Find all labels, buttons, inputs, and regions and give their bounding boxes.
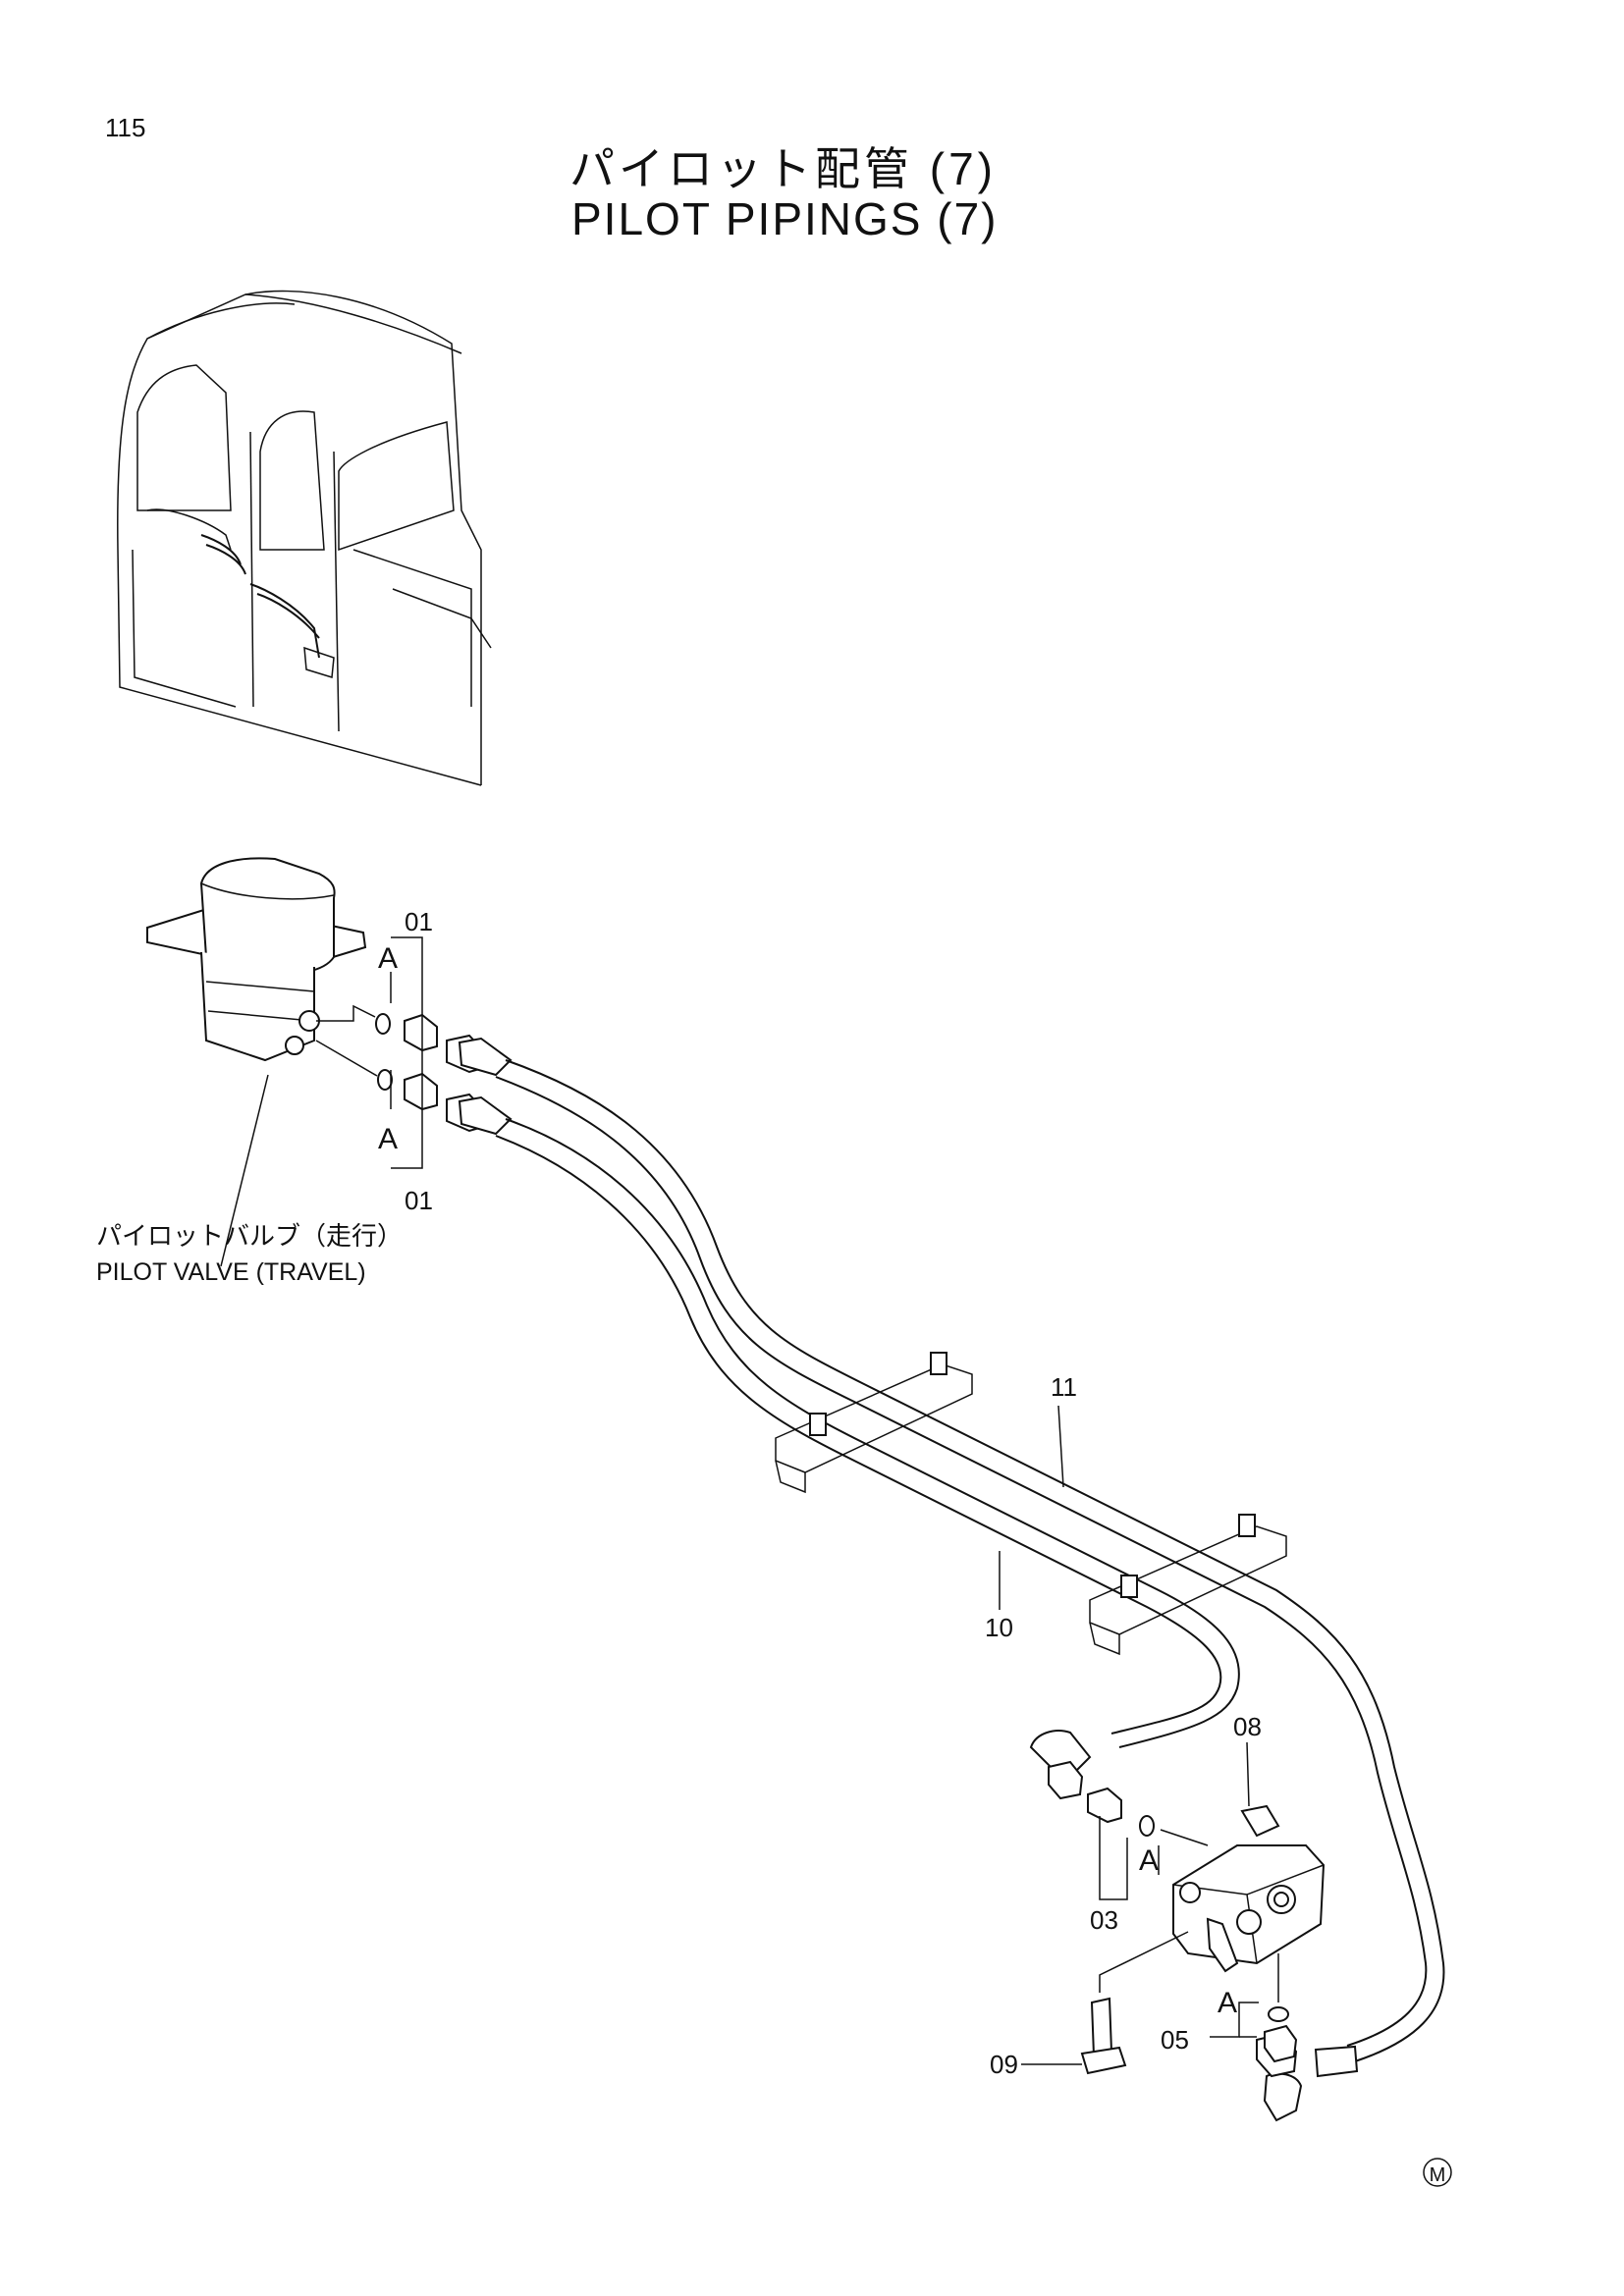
- title-japanese: パイロット配管 (7): [569, 143, 997, 194]
- pilot-valve-travel: [146, 857, 367, 1062]
- pilot-valve-caption-japanese: パイロットバルブ（走行）: [96, 1222, 403, 1252]
- detail-mark-a-4: A: [1218, 1987, 1237, 2019]
- hose-brackets: [775, 1352, 1287, 1656]
- callout-01-top: 01: [405, 907, 433, 936]
- leader-lines: [220, 936, 1259, 2065]
- corner-mark-letter: M: [1430, 2164, 1446, 2186]
- title-english: PILOT PIPINGS (7): [571, 193, 999, 244]
- callout-08: 08: [1233, 1712, 1262, 1741]
- page-number: 115: [105, 113, 146, 142]
- valve-fittings: [315, 1004, 484, 1133]
- corner-mark: M: [1423, 2158, 1452, 2187]
- detail-mark-a-2: A: [378, 1123, 398, 1155]
- shuttle-valve-block: [1087, 1787, 1326, 2063]
- callout-11: 11: [1051, 1372, 1077, 1402]
- hose-10: [458, 1095, 1240, 1748]
- callout-09: 09: [990, 2050, 1018, 2079]
- detail-mark-a-3: A: [1139, 1844, 1159, 1877]
- bolt-09: [1080, 1931, 1189, 2075]
- callout-03: 03: [1090, 1905, 1118, 1935]
- pilot-valve-caption-english: PILOT VALVE (TRAVEL): [96, 1258, 366, 1286]
- callout-05: 05: [1161, 2025, 1189, 2055]
- callout-10: 10: [985, 1613, 1013, 1642]
- callout-01-bottom: 01: [405, 1186, 433, 1215]
- cab-overview-illustration: [117, 290, 492, 786]
- hose-11: [458, 1037, 1445, 2062]
- detail-mark-a-1: A: [378, 942, 398, 975]
